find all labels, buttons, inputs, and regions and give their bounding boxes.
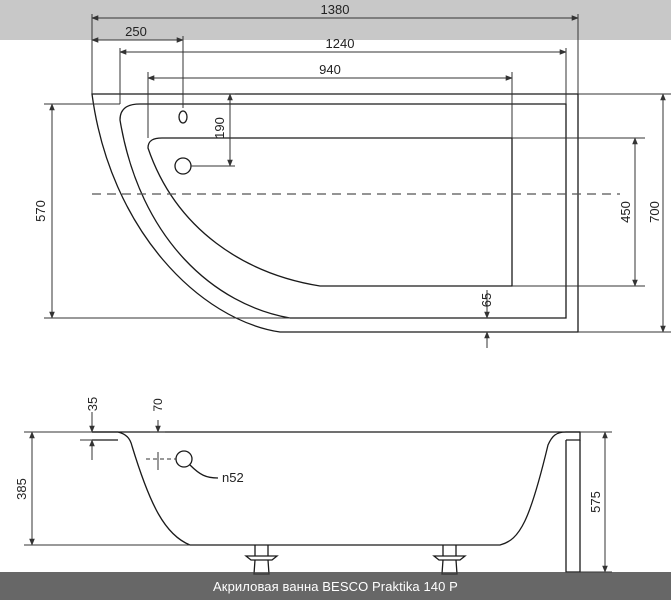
support-panel — [565, 440, 581, 573]
dim-700: 700 — [647, 201, 662, 223]
caption-text: Акриловая ванна BESCO Praktika 140 P — [213, 578, 458, 594]
side-view-dimensions — [24, 412, 612, 573]
feet — [244, 545, 467, 575]
dim-1380: 1380 — [321, 2, 350, 17]
dim-940: 940 — [319, 62, 341, 77]
bathtub-bottom-outline — [147, 137, 513, 287]
dim-450: 450 — [618, 201, 633, 223]
dim-70: 70 — [151, 398, 165, 412]
top-view-labels: 1380 250 1240 940 190 570 450 700 65 — [33, 2, 662, 307]
dim-65: 65 — [479, 293, 494, 307]
dim-385: 385 — [14, 478, 29, 500]
side-drain-hole — [175, 450, 193, 468]
side-view — [92, 431, 581, 575]
dim-35: 35 — [85, 397, 100, 411]
overflow-hole — [178, 110, 188, 124]
dim-1240: 1240 — [326, 36, 355, 51]
bathtub-inner-outline — [119, 103, 567, 319]
drain-hole — [174, 157, 192, 175]
dim-575: 575 — [588, 491, 603, 513]
dim-190: 190 — [212, 117, 227, 139]
side-view-labels: 35 70 385 n52 575 — [14, 397, 603, 513]
dim-250: 250 — [125, 24, 147, 39]
caption-bar: Акриловая ванна BESCO Praktika 140 P — [0, 572, 671, 600]
top-view-dimensions — [44, 14, 671, 348]
drain-leader — [189, 464, 219, 479]
dim-570: 570 — [33, 200, 48, 222]
dim-n52: n52 — [222, 470, 244, 485]
bathtub-outer-outline — [91, 93, 579, 333]
bathtub-side-outline — [92, 431, 581, 546]
top-view — [91, 93, 620, 333]
